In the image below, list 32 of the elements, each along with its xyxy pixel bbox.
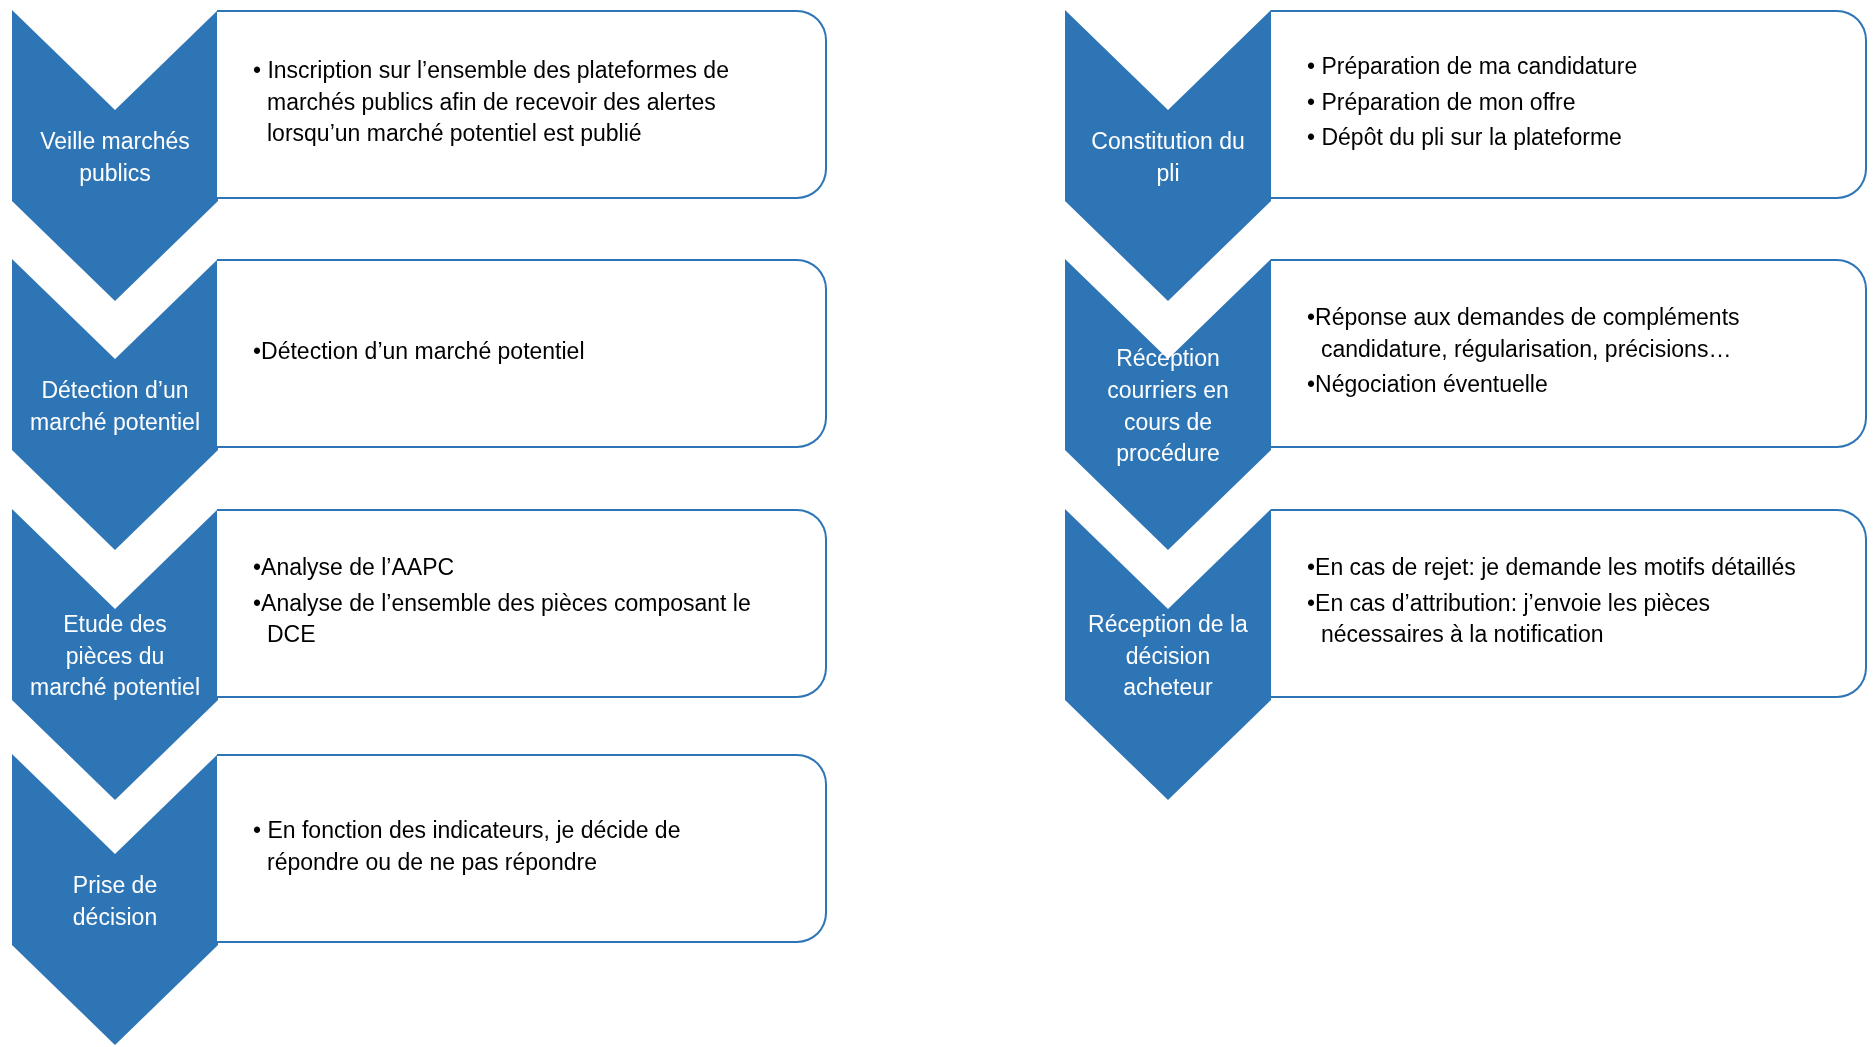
chevron-shape bbox=[1065, 259, 1271, 550]
chevron-shape bbox=[12, 754, 218, 1045]
detail-box bbox=[217, 754, 827, 943]
detail-box bbox=[1271, 10, 1867, 199]
detail-box bbox=[217, 509, 827, 698]
bullet-text: • Préparation de mon offre bbox=[1307, 87, 1577, 117]
detail-box bbox=[217, 259, 827, 448]
chevron-shape bbox=[12, 259, 218, 550]
step-title: Veille marchés publics bbox=[39, 126, 191, 188]
bullet-text: •Détection d’un marché potentiel bbox=[253, 336, 586, 366]
chevron-shape bbox=[12, 10, 218, 301]
chevron-shape bbox=[1065, 10, 1271, 301]
bullet-text: •En cas de rejet: je demande les motifs détaillés bbox=[1307, 552, 1797, 582]
chevron-shape bbox=[1065, 509, 1271, 800]
detail-box bbox=[1271, 509, 1867, 698]
chevron-shape bbox=[12, 509, 218, 800]
bullet-text: • Dépôt du pli sur la plateforme bbox=[1307, 123, 1623, 153]
bullet-text: •Négociation éventuelle bbox=[1307, 370, 1549, 400]
step-title: Détection d’un marché potentiel bbox=[29, 375, 201, 437]
step-title: Prise de décision bbox=[71, 870, 159, 932]
bullet-text: •En cas d’attribution: j’envoie les pièces nécessaires à la notification bbox=[1307, 588, 1712, 650]
detail-box bbox=[1271, 259, 1867, 448]
bullet-text: • Préparation de ma candidature bbox=[1307, 51, 1639, 81]
bullet-text: • En fonction des indicateurs, je décide de répondre ou de ne pas répondre bbox=[253, 815, 682, 877]
step-title: Réception de la décision acheteur bbox=[1087, 609, 1249, 703]
detail-box bbox=[217, 10, 827, 199]
bullet-text: • Inscription sur l’ensemble des plateformes de marchés publics afin de recevoir des alertes lorsqu’un marché potentiel est publié bbox=[253, 55, 730, 149]
bullet-text: •Réponse aux demandes de compléments candidature, régularisation, précisions… bbox=[1307, 302, 1741, 364]
bullet-text: •Analyse de l’AAPC bbox=[253, 552, 456, 582]
step-title: Etude des pièces du marché potentiel bbox=[29, 609, 201, 703]
bullet-text: •Analyse de l’ensemble des pièces composant le DCE bbox=[253, 588, 752, 650]
step-title: Constitution du pli bbox=[1090, 126, 1246, 188]
